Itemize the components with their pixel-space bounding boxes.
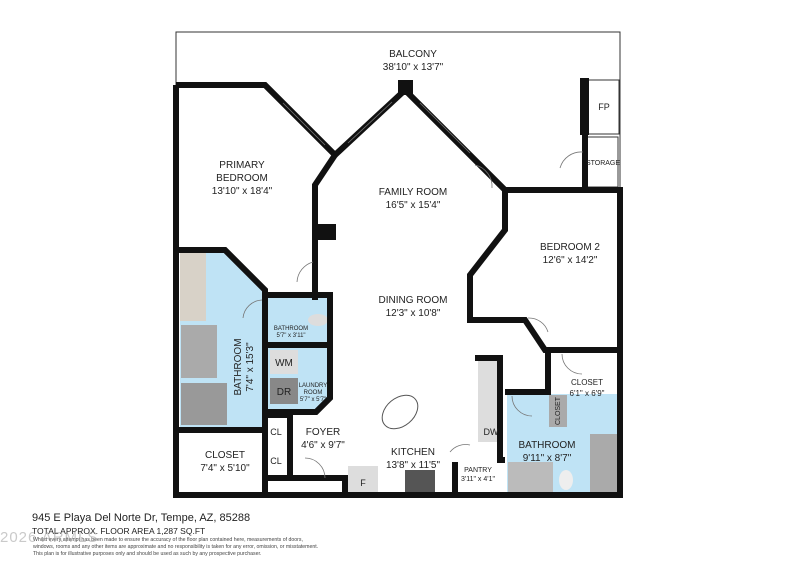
bath2-wall — [505, 350, 551, 395]
kitchen-name: KITCHEN — [391, 447, 435, 458]
door-storage[interactable] — [559, 151, 584, 169]
foyer-closets — [265, 412, 293, 481]
foyer-name: FOYER — [306, 427, 340, 438]
foyer-bottom — [290, 475, 348, 495]
dryer-label: DR — [277, 387, 291, 398]
dining-table — [381, 394, 419, 430]
primary-bathroom-name: BATHROOM — [233, 338, 244, 395]
address: 945 E Playa Del Norte Dr, Tempe, AZ, 852… — [32, 512, 251, 524]
door-bath2[interactable] — [511, 395, 533, 417]
dryer — [270, 378, 298, 404]
half-bath-wall — [265, 292, 333, 348]
bathroom-2-name: BATHROOM — [518, 440, 575, 451]
door-half-bath[interactable] — [242, 299, 263, 319]
bathroom-2-dims: 9'11" x 8'7" — [523, 453, 572, 464]
family-room-dims: 16'5" x 15'4" — [386, 200, 441, 211]
primary-closet-name: CLOSET — [205, 450, 245, 461]
foyer-closet-1: CL — [270, 427, 282, 437]
vanity — [180, 253, 206, 321]
total-floor-area: TOTAL APPROX. FLOOR AREA 1,287 SQ.FT — [32, 526, 206, 536]
toilet — [308, 314, 328, 326]
watermark: 2026 ARMLS — [0, 529, 99, 546]
balcony-outline — [175, 31, 621, 190]
column-top — [398, 80, 413, 95]
primary-bathroom-dims: 7'4" x 15'3" — [245, 342, 256, 392]
fridge-label: F — [360, 478, 366, 488]
column-left — [314, 224, 336, 240]
foyer-closet-2: CL — [270, 456, 282, 466]
disclaimer-line-2: windows, rooms and any other items are a… — [33, 544, 319, 550]
door-balcony[interactable] — [474, 164, 493, 189]
bath2-tub — [590, 434, 618, 492]
shower — [181, 383, 227, 425]
balcony-dims: 38'10" x 13'7" — [383, 62, 444, 73]
family-room-name: FAMILY ROOM — [379, 187, 448, 198]
pantry-name: PANTRY — [464, 467, 492, 474]
window-primary — [282, 102, 326, 146]
primary-bedroom-name2: BEDROOM — [216, 173, 268, 184]
half-bathroom-dims: 5'7" x 3'11" — [276, 333, 305, 339]
primary-bedroom-name: PRIMARY — [219, 160, 265, 171]
washer-label: WM — [275, 358, 293, 369]
storage-name: STORAGE — [586, 160, 620, 167]
bedroom2-closet-dims: 6'1" x 6'9" — [570, 389, 605, 398]
stove — [405, 470, 435, 492]
disclaimer-line-1: Whilst every attempt has been made to en… — [33, 537, 303, 543]
door-closet2[interactable] — [561, 353, 583, 375]
bedroom2-closet-name: CLOSET — [571, 378, 603, 387]
kitchen-counter — [478, 360, 500, 442]
bath2-closet-label: CLOSET — [555, 396, 562, 425]
bedroom-2-dims: 12'6" x 14'2" — [543, 255, 598, 266]
bath2-vanity — [508, 462, 553, 492]
dining-room-dims: 12'3" x 10'8" — [386, 308, 441, 319]
fireplace-box — [587, 79, 620, 135]
kitchen-dims: 13'8" x 11'5" — [386, 460, 441, 471]
door-entry[interactable] — [304, 457, 326, 479]
dining-room-name: DINING ROOM — [379, 295, 448, 306]
bathtub — [181, 325, 217, 378]
primary-bath-wall — [176, 247, 268, 433]
fridge — [348, 466, 378, 492]
door-bedroom2[interactable] — [527, 317, 549, 333]
pantry-dims: 3'11" x 4'1" — [461, 476, 495, 483]
door-pantry[interactable] — [449, 444, 471, 453]
washer — [270, 350, 298, 374]
fireplace-wall — [580, 78, 589, 135]
laundry-dims: 5'7" x 5'7" — [300, 397, 326, 403]
laundry-name: LAUNDRY — [299, 383, 328, 389]
dishwasher-label: DW — [484, 427, 499, 437]
primary-bedroom-dims: 13'10" x 18'4" — [212, 186, 273, 197]
half-bathroom-name: BATHROOM — [274, 326, 308, 332]
fireplace-label: FP — [598, 102, 610, 112]
balcony-name: BALCONY — [389, 49, 437, 60]
bath2-toilet — [559, 470, 573, 490]
primary-closet-dims: 7'4" x 5'10" — [200, 463, 250, 474]
window-family-right — [419, 102, 471, 154]
bath2-closet — [549, 395, 567, 427]
laundry-name2: ROOM — [304, 390, 323, 396]
foyer-dims: 4'6" x 9'7" — [301, 440, 345, 451]
door-primary[interactable] — [296, 261, 314, 283]
disclaimer-line-3: This plan is for illustrative purposes o… — [33, 551, 262, 557]
window-family-left — [347, 101, 393, 144]
bedroom-2-name: BEDROOM 2 — [540, 242, 600, 253]
kitchen-wall — [475, 355, 505, 463]
